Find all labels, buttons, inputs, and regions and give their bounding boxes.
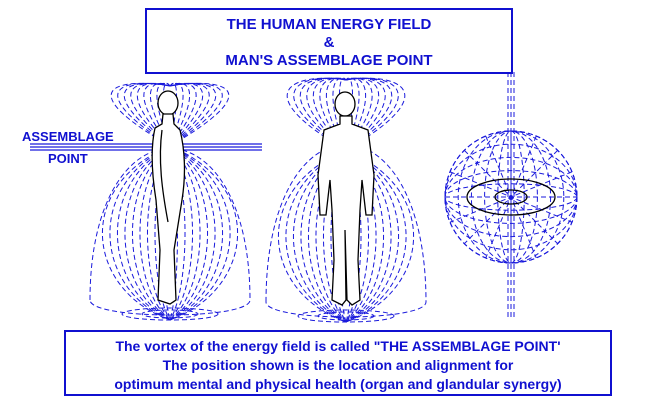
label-line-1: ASSEMBLAGE — [22, 129, 114, 144]
field-line — [116, 145, 171, 321]
top-view-core — [466, 178, 556, 216]
field-line — [345, 149, 414, 323]
field-line — [345, 149, 377, 323]
field-line — [169, 145, 224, 321]
field-line — [345, 77, 406, 151]
field-line — [315, 149, 347, 323]
assemblage-point-label: ASSEMBLAGE POINT — [22, 126, 114, 170]
field-outline — [265, 144, 427, 318]
field-line — [109, 145, 171, 321]
front-view-human-figure — [317, 91, 375, 306]
field-base — [121, 307, 219, 321]
field-line — [124, 145, 171, 321]
label-line-2: POINT — [48, 151, 88, 166]
field-line — [162, 82, 171, 147]
field-line — [169, 145, 238, 321]
field-line — [345, 149, 400, 323]
field-line — [169, 145, 231, 321]
caption-line-3: optimum mental and physical health (orga… — [114, 376, 562, 392]
field-base — [141, 309, 199, 319]
side-view-human-figure — [151, 90, 186, 305]
field-line — [110, 82, 171, 147]
field-line — [169, 82, 223, 147]
field-line — [345, 149, 407, 323]
field-line — [139, 145, 171, 321]
field-line — [169, 82, 230, 147]
caption-box: The vortex of the energy field is called… — [64, 330, 612, 396]
field-line — [286, 77, 347, 151]
field-line — [285, 149, 347, 323]
title-line-3: MAN'S ASSEMBLAGE POINT — [225, 52, 433, 69]
top-view-radial — [449, 171, 573, 223]
field-line — [117, 82, 171, 147]
assemblage-point-lines — [30, 143, 262, 151]
field-outline — [89, 148, 251, 316]
field-line — [169, 82, 178, 147]
field-line — [345, 77, 399, 151]
caption-line-2: The position shown is the location and a… — [162, 357, 514, 373]
field-base — [297, 309, 395, 323]
field-line — [292, 149, 347, 323]
top-view-field — [444, 72, 578, 320]
caption-line-1: The vortex of the energy field is called… — [115, 338, 561, 354]
title-line-2: & — [323, 34, 335, 51]
field-base — [317, 311, 375, 321]
title-box: THE HUMAN ENERGY FIELD & MAN'S ASSEMBLAG… — [145, 8, 513, 74]
field-line — [293, 77, 347, 151]
field-line — [278, 149, 347, 323]
field-line — [169, 145, 216, 321]
field-line — [143, 83, 171, 147]
title-line-1: THE HUMAN ENERGY FIELD — [226, 16, 432, 33]
field-line — [169, 145, 208, 321]
field-line — [169, 83, 197, 147]
field-line — [169, 145, 201, 321]
field-line — [102, 145, 171, 321]
